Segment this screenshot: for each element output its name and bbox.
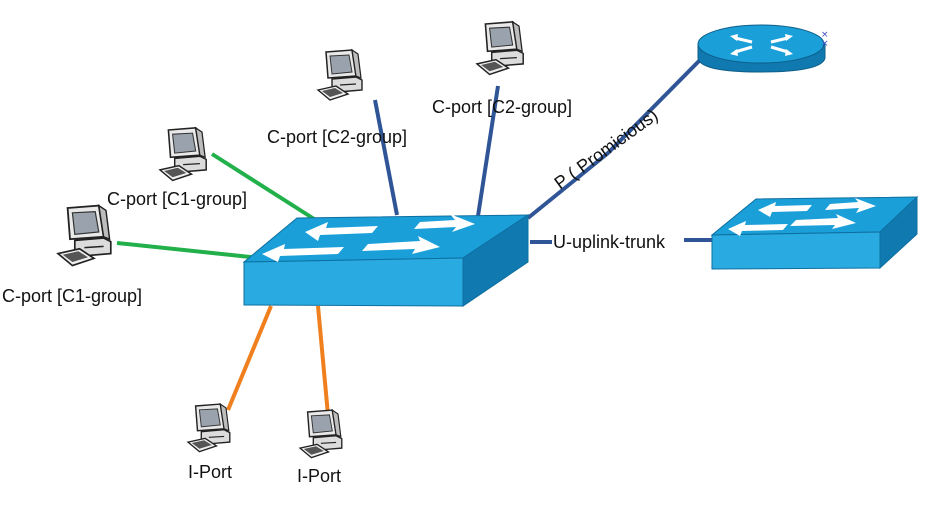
link-i-left xyxy=(226,305,273,411)
main-switch-side xyxy=(462,214,529,307)
pc-c1-lower xyxy=(57,204,112,267)
router: × × xyxy=(697,24,829,73)
pc-c2-right xyxy=(476,21,524,76)
router-top xyxy=(697,24,825,64)
main-switch-front xyxy=(243,257,464,307)
desktop-computer-icon xyxy=(317,49,363,101)
desktop-computer-icon xyxy=(57,204,112,267)
pc-c2-left xyxy=(317,49,363,101)
router-icon xyxy=(730,34,793,56)
desktop-computer-icon xyxy=(299,409,343,459)
links xyxy=(116,58,712,416)
link-c2-left xyxy=(373,99,399,216)
label-uplink-trunk: U-uplink-trunk xyxy=(553,232,666,252)
svg-text:×: × xyxy=(821,30,829,40)
switch-icon xyxy=(728,198,876,236)
label-i-left: I-Port xyxy=(188,462,232,482)
link-promiscuous xyxy=(526,58,702,220)
link-c2-right xyxy=(476,85,500,217)
desktop-computer-icon xyxy=(476,21,524,76)
label-c1-lower: C-port [C1-group] xyxy=(2,286,142,306)
main-switch xyxy=(242,214,530,307)
label-c2-right: C-port [C2-group] xyxy=(432,97,572,117)
desktop-computer-icon xyxy=(187,403,231,453)
label-promiscuous: P ( Promicious) xyxy=(551,105,662,193)
pc-i-right xyxy=(299,409,343,459)
uplink-switch-side xyxy=(879,195,918,270)
label-c1-upper: C-port [C1-group] xyxy=(107,189,247,209)
label-i-right: I-Port xyxy=(297,466,341,486)
uplink-switch-front xyxy=(711,231,881,270)
link-i-right xyxy=(316,305,330,416)
label-c2-left: C-port [C2-group] xyxy=(267,127,407,147)
pc-i-left xyxy=(187,403,231,453)
link-c1-lower xyxy=(116,241,261,260)
link-c1-upper xyxy=(210,152,324,226)
uplink-switch xyxy=(710,195,919,270)
pc-c1-upper xyxy=(159,127,207,182)
desktop-computer-icon xyxy=(159,127,207,182)
switch-icon xyxy=(262,214,475,262)
svg-text:×: × xyxy=(821,39,829,49)
